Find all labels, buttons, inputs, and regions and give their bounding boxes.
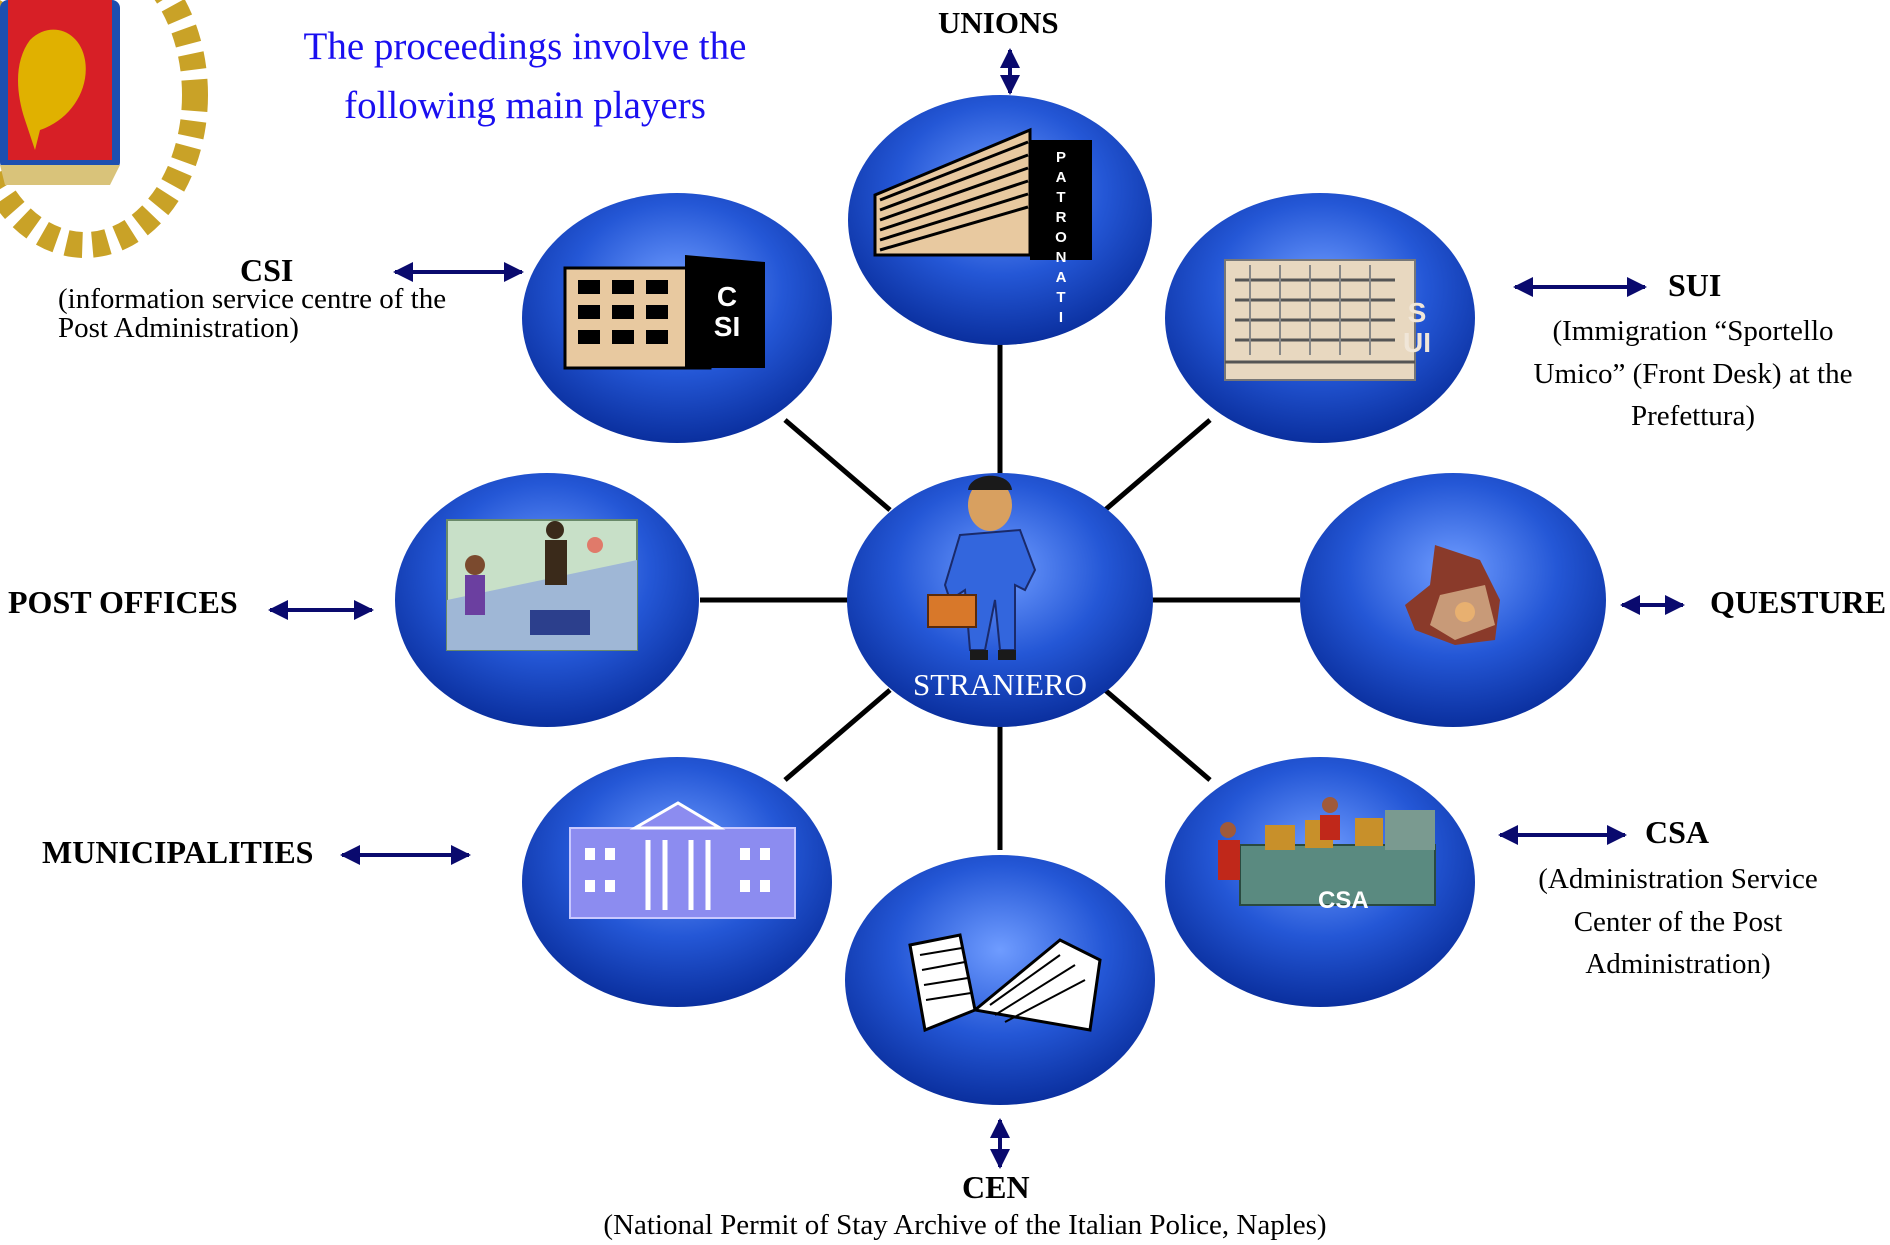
csa-workers-icon [1218,797,1436,906]
cen-label: CEN [962,1169,1030,1205]
svg-text:N: N [1056,249,1067,266]
csi-building-icon [563,255,765,370]
csi-description: (information service centre of the Post … [58,283,447,344]
questure-label: QUESTURE [1710,584,1887,620]
sui-building-icon [1224,259,1416,381]
node-circle-post-offices [395,473,699,727]
svg-text:A: A [1056,169,1067,186]
csa-label: CSA [1645,814,1710,850]
cen-archive-building-icon [908,933,1102,1033]
town-hall-icon [569,801,796,919]
csa-description: (Administration Service Center of the Po… [1538,863,1818,981]
sui-description: (Immigration “Sportello Umico” (Front De… [1533,315,1853,433]
connector-lines [700,340,1300,850]
svg-text:T: T [1056,189,1065,206]
svg-text:A: A [1056,269,1067,286]
post-office-scene-icon [446,519,638,651]
csi-sign-text: CSI [713,281,741,342]
sui-label: SUI [1668,267,1722,303]
page-title: The proceedings involve the following ma… [303,25,747,127]
sui-sign-text: SUI [1403,297,1431,358]
node-circle-municipalities [522,757,832,1007]
unions-label: UNIONS [938,5,1059,40]
node-circle-center [847,473,1153,727]
svg-text:R: R [1056,209,1067,226]
svg-text:I: I [1059,309,1063,326]
police-badge-icon [1405,545,1500,645]
node-circle-questure [1300,473,1606,727]
cen-description: (National Permit of Stay Archive of the … [603,1209,1327,1241]
svg-text:T: T [1056,289,1065,306]
municipalities-label: MUNICIPALITIES [42,834,314,870]
node-circle-csi [522,193,832,443]
center-label: STRANIERO [913,667,1087,702]
node-circle-cen [845,855,1155,1105]
node-circle-csa [1165,757,1475,1007]
state-emblem [0,0,208,258]
link-arrows [268,48,1685,1169]
post-offices-label: POST OFFICES [8,584,238,620]
node-circle-unions: P A T R O N A T I [848,95,1152,345]
svg-text:O: O [1055,229,1067,246]
svg-text:P: P [1056,149,1066,166]
patronati-building-icon: P A T R O N A T I [873,127,1092,326]
csi-label: CSI [240,252,294,288]
foreigner-person-icon [927,475,1037,660]
node-circle-sui [1165,193,1475,443]
csa-sign-text: CSA [1318,887,1369,914]
